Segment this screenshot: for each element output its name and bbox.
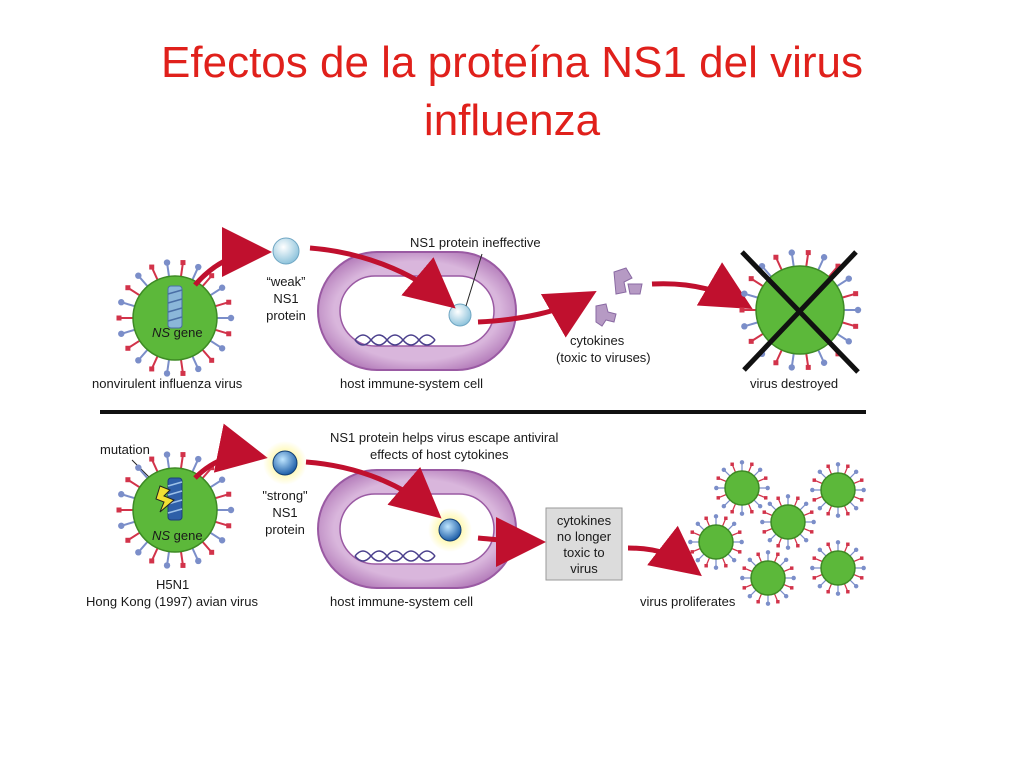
h5n1-label: H5N1 [156,577,189,592]
cytokines-icon [595,267,643,327]
cross-icon [740,250,860,374]
strong-ns1-protein-icon [272,450,298,476]
host-cell-top [317,251,517,371]
strong-protein-line-3: protein [265,522,305,537]
ns-gene-label-italic: NS [152,325,170,340]
svg-text:NS gene: NS gene [152,528,203,543]
arrow-strong-protein-to-cell [305,459,442,519]
weak-protein-in-cell-icon [448,303,472,327]
box-line-2: no longer [557,529,612,544]
slide-title: Efectos de la proteína NS1 del virus inf… [0,34,1024,150]
virus-proliferates-label: virus proliferates [640,594,736,609]
strong-protein-line-2: NS1 [272,505,297,520]
proliferating-virus-icon [688,514,744,570]
box-line-4: virus [570,561,598,576]
arrow-virus-to-protein [193,227,272,287]
mutation-label: mutation [100,442,150,457]
hong-kong-virus-label: Hong Kong (1997) avian virus [86,594,258,609]
ns1-ineffective-label: NS1 protein ineffective [410,235,541,250]
ns-gene-icon [167,285,183,329]
weak-protein-line-1: “weak” [266,274,305,289]
arrow-cell-to-cytokines [477,291,597,338]
nonvirulent-virus-icon [116,259,235,377]
strong-protein-line-1: "strong" [262,488,308,503]
dna-bottom-icon [354,550,436,562]
top-row: NS gene nonvirulent influenza virus “weak”… [92,227,862,391]
proliferating-virus-icon [740,550,796,606]
arrow-protein-to-cell [309,245,456,309]
mutated-ns-gene-icon [167,477,183,521]
box-line-3: toxic to [563,545,604,560]
arrow-h5n1-to-protein [193,423,268,480]
weak-protein-line-2: NS1 [273,291,298,306]
box-line-1: cytokines [557,513,612,528]
escape-note-line-1: NS1 protein helps virus escape antiviral [330,430,558,445]
host-cell-bottom [317,469,517,589]
proliferating-virus-icon [760,494,816,550]
cytokines-label-line-1: cytokines [570,333,625,348]
mutation-bolt-icon [155,485,175,513]
dna-icon [354,334,436,346]
proliferating-virus-icon [714,460,770,516]
weak-ns1-protein-icon [272,237,300,265]
ns-gene-label: gene [170,325,203,340]
svg-text:NS gene: NS gene [152,325,203,340]
arrow-cell-to-box [477,516,546,567]
ns-gene-bottom-label: gene [170,528,203,543]
proliferating-virus-icon [810,462,866,518]
slide-title-line-1: Efectos de la proteína NS1 del virus [161,38,863,87]
nonvirulent-virus-label: nonvirulent influenza virus [92,376,243,391]
weak-protein-line-3: protein [266,308,306,323]
arrow-cytokines-to-destroyed [651,262,753,310]
escape-note-line-2: effects of host cytokines [370,447,509,462]
proliferating-virus-icon [810,540,866,596]
host-cell-bottom-label: host immune-system cell [330,594,473,609]
cytokines-label-line-2: (toxic to viruses) [556,350,651,365]
virus-destroyed-label: virus destroyed [750,376,838,391]
ns-gene-bottom-label-italic: NS [152,528,170,543]
arrow-box-to-proliferation [627,525,702,577]
strong-protein-in-cell-icon [438,518,462,542]
slide-title-line-2: influenza [423,96,601,145]
cytokines-no-longer-toxic-box [545,507,623,581]
host-cell-top-label: host immune-system cell [340,376,483,391]
